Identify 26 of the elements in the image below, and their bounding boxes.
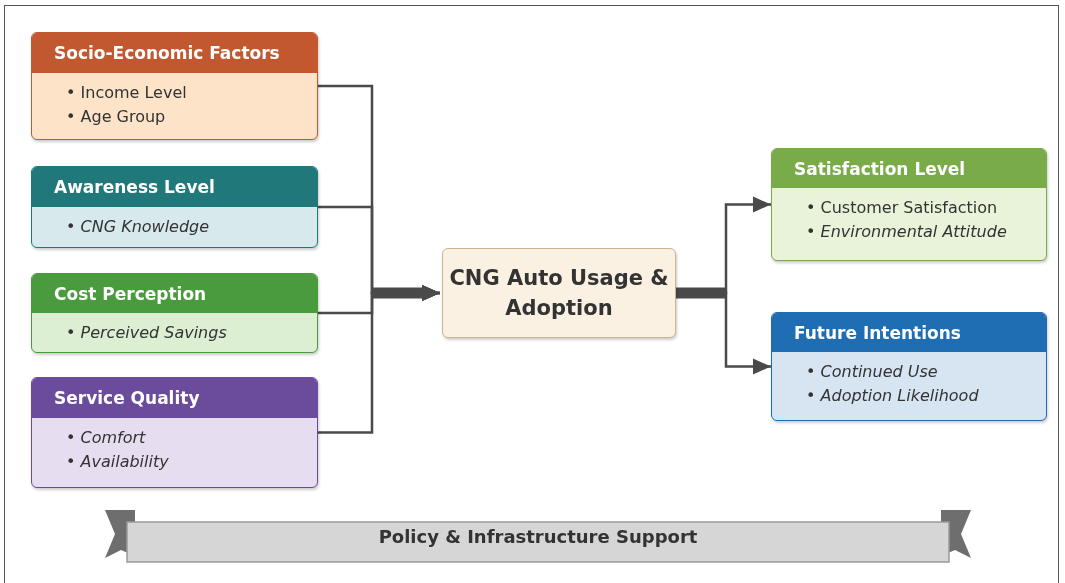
list-item: • Income Level	[66, 82, 188, 104]
list-item: • Availability	[66, 451, 170, 473]
list-item: • Comfort	[66, 427, 147, 449]
banner-text: Policy & Infrastructure Support	[378, 525, 698, 547]
card-heading: Satisfaction Level	[772, 149, 1046, 188]
list-item: • Perceived Savings	[66, 322, 228, 344]
central-box	[442, 248, 676, 338]
list-item: • Age Group	[66, 106, 167, 128]
card-heading: Cost Perception	[32, 274, 317, 313]
category-card	[31, 273, 318, 353]
category-card	[31, 377, 318, 488]
list-item: • Environmental Attitude	[806, 221, 1008, 243]
card-heading: Socio-Economic Factors	[32, 33, 317, 73]
card-heading: Awareness Level	[32, 167, 317, 207]
list-item: • CNG Knowledge	[66, 216, 211, 238]
card-heading: Future Intentions	[772, 313, 1046, 352]
category-card	[771, 148, 1047, 261]
category-card	[771, 312, 1047, 421]
list-item: • Adoption Likelihood	[806, 385, 980, 407]
category-card	[31, 32, 318, 140]
connector-arrow	[318, 285, 440, 434]
list-item: • Continued Use	[806, 361, 939, 383]
card-heading: Service Quality	[32, 378, 317, 418]
list-item: • Customer Satisfaction	[806, 197, 999, 219]
category-card	[31, 166, 318, 248]
central-title: CNG Auto Usage & Adoption	[448, 265, 670, 322]
